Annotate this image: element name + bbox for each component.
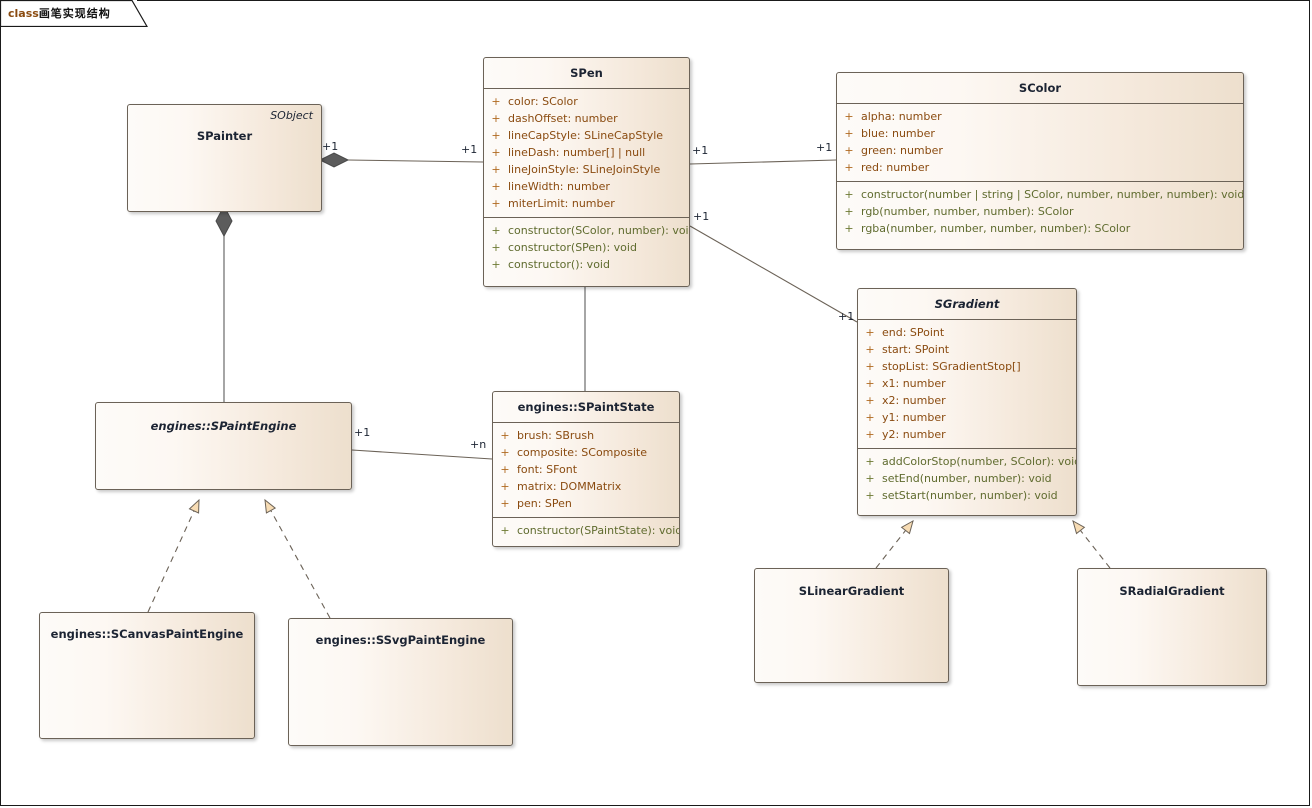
operation-row: +rgb(number, number, number): SColor <box>844 205 1074 218</box>
operations-spen: +constructor(SColor, number): void +cons… <box>484 217 689 278</box>
attribute-row: +font: SFont <box>500 463 578 476</box>
class-title-spainter: SObject SPainter <box>128 105 321 151</box>
attributes-scolor: +alpha: number +blue: number +green: num… <box>837 103 1243 181</box>
attribute-row: +lineDash: number[] | null <box>491 146 646 159</box>
multiplicity-pen-gradient-source: +1 <box>693 210 710 223</box>
class-box-sradialgradient[interactable]: SRadialGradient <box>1077 568 1267 686</box>
class-name-spaintengine: engines::SPaintEngine <box>150 419 297 433</box>
attributes-spaintstate: +brush: SBrush +composite: SComposite +f… <box>493 422 679 517</box>
class-box-spaintstate[interactable]: engines::SPaintState +brush: SBrush +com… <box>492 391 680 547</box>
attribute-row: +blue: number <box>844 127 935 140</box>
multiplicity-engine-state-source: +1 <box>354 426 371 439</box>
operation-row: +constructor(SColor, number): void <box>491 224 690 237</box>
attribute-row: +brush: SBrush <box>500 429 595 442</box>
multiplicity-pen-color-target: +1 <box>816 141 833 154</box>
attribute-row: +composite: SComposite <box>500 446 647 459</box>
operation-row: +constructor(number | string | SColor, n… <box>844 188 1244 201</box>
class-title-spaintstate: engines::SPaintState <box>493 392 679 422</box>
multiplicity-painter-pen-target: +1 <box>461 143 478 156</box>
class-stereotype-spainter: SObject <box>270 109 313 122</box>
class-title-scolor: SColor <box>837 73 1243 103</box>
class-box-ssvgpaintengine[interactable]: engines::SSvgPaintEngine <box>288 618 513 746</box>
class-name-spaintstate: engines::SPaintState <box>517 400 655 414</box>
class-title-scanvaspaintengine: engines::SCanvasPaintEngine <box>40 613 254 649</box>
class-name-sradialgradient: SRadialGradient <box>1119 584 1225 598</box>
attribute-row: +y1: number <box>865 411 946 424</box>
operation-row: +setStart(number, number): void <box>865 489 1058 502</box>
class-box-scanvaspaintengine[interactable]: engines::SCanvasPaintEngine <box>39 612 255 739</box>
attribute-row: +lineJoinStyle: SLineJoinStyle <box>491 163 661 176</box>
class-title-spaintengine: engines::SPaintEngine <box>96 403 351 441</box>
class-box-spen[interactable]: SPen +color: SColor +dashOffset: number … <box>483 57 690 287</box>
attribute-row: +red: number <box>844 161 930 174</box>
class-box-spaintengine[interactable]: engines::SPaintEngine <box>95 402 352 490</box>
attribute-row: +lineWidth: number <box>491 180 610 193</box>
attribute-row: +start: SPoint <box>865 343 950 356</box>
class-box-scolor[interactable]: SColor +alpha: number +blue: number +gre… <box>836 72 1244 250</box>
title-tab-shape <box>0 0 148 27</box>
operation-row: +addColorStop(number, SColor): void <box>865 455 1077 468</box>
operation-row: +constructor(SPen): void <box>491 241 637 254</box>
class-name-ssvgpaintengine: engines::SSvgPaintEngine <box>315 633 486 647</box>
attribute-row: +matrix: DOMMatrix <box>500 480 622 493</box>
class-name-spainter: SPainter <box>196 129 253 143</box>
class-title-spen: SPen <box>484 58 689 88</box>
attribute-row: +green: number <box>844 144 943 157</box>
class-title-sgradient: SGradient <box>858 289 1076 319</box>
attribute-row: +color: SColor <box>491 95 578 108</box>
attribute-row: +miterLimit: number <box>491 197 615 210</box>
diagram-title-text: 画笔实现结构 <box>38 7 111 20</box>
diagram-title-keyword: class <box>8 6 39 20</box>
class-title-slineargradient: SLinearGradient <box>755 569 948 606</box>
operations-spaintstate: +constructor(SPaintState): void <box>493 517 679 544</box>
attributes-sgradient: +end: SPoint +start: SPoint +stopList: S… <box>858 319 1076 448</box>
class-box-sgradient[interactable]: SGradient +end: SPoint +start: SPoint +s… <box>857 288 1077 516</box>
attribute-row: +dashOffset: number <box>491 112 618 125</box>
attribute-row: +pen: SPen <box>500 497 572 510</box>
operations-scolor: +constructor(number | string | SColor, n… <box>837 181 1243 242</box>
attribute-row: +lineCapStyle: SLineCapStyle <box>491 129 664 142</box>
multiplicity-engine-state-target: +n <box>470 438 487 451</box>
attribute-row: +stopList: SGradientStop[] <box>865 360 1021 373</box>
attributes-spen: +color: SColor +dashOffset: number +line… <box>484 88 689 217</box>
operation-row: +rgba(number, number, number, number): S… <box>844 222 1131 235</box>
class-title-ssvgpaintengine: engines::SSvgPaintEngine <box>289 619 512 655</box>
class-name-spen: SPen <box>570 66 603 80</box>
multiplicity-painter-pen-source: +1 <box>322 140 339 153</box>
class-name-scanvaspaintengine: engines::SCanvasPaintEngine <box>50 627 244 641</box>
attribute-row: +alpha: number <box>844 110 942 123</box>
multiplicity-pen-gradient-target: +1 <box>838 310 855 323</box>
multiplicity-pen-color-source: +1 <box>692 144 709 157</box>
attribute-row: +x1: number <box>865 377 946 390</box>
operation-row: +setEnd(number, number): void <box>865 472 1052 485</box>
attribute-row: +end: SPoint <box>865 326 945 339</box>
operations-sgradient: +addColorStop(number, SColor): void +set… <box>858 448 1076 509</box>
class-name-sgradient: SGradient <box>934 297 1000 311</box>
operation-row: +constructor(SPaintState): void <box>500 524 680 537</box>
class-title-sradialgradient: SRadialGradient <box>1078 569 1266 606</box>
attribute-row: +y2: number <box>865 428 946 441</box>
class-box-spainter[interactable]: SObject SPainter <box>127 104 322 212</box>
operation-row: +constructor(): void <box>491 258 610 271</box>
class-name-scolor: SColor <box>1018 81 1062 95</box>
class-box-slineargradient[interactable]: SLinearGradient <box>754 568 949 683</box>
class-name-slineargradient: SLinearGradient <box>798 584 905 598</box>
attribute-row: +x2: number <box>865 394 946 407</box>
